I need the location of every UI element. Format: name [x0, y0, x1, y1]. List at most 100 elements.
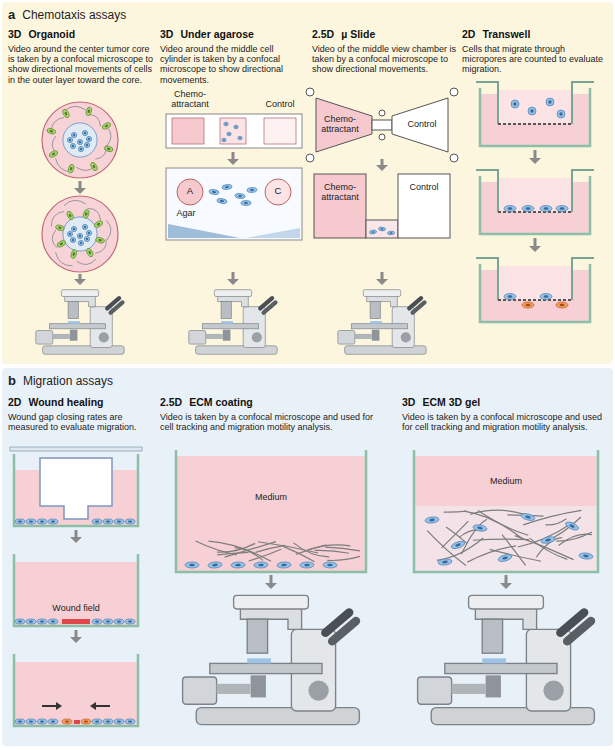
cell-body [541, 536, 556, 545]
microscope-stage [49, 324, 105, 329]
cell-nucleus [380, 228, 383, 230]
cell [104, 145, 114, 153]
cell-body [15, 619, 25, 624]
cell-nucleus [223, 139, 225, 141]
microscope-objective [372, 330, 380, 341]
cell-body [67, 164, 75, 174]
microscope-lamp [469, 595, 544, 609]
cell [497, 553, 512, 563]
cell-body [504, 206, 516, 212]
cell-body [528, 107, 536, 115]
agarose-closeup [166, 168, 302, 240]
step-arrowhead [227, 279, 239, 285]
cell [67, 137, 72, 142]
cell-nucleus [95, 520, 99, 522]
cell [84, 236, 89, 241]
cell-body [254, 562, 268, 568]
panel-letter: b [8, 373, 16, 388]
cell-body [84, 236, 89, 241]
cell-body [511, 100, 519, 108]
cell-nucleus [64, 111, 68, 115]
microscope-knob [401, 332, 411, 342]
panel-title: Migration assays [23, 374, 113, 388]
cell [217, 198, 228, 204]
cell [62, 108, 71, 118]
cell [546, 98, 554, 106]
cell [70, 237, 75, 242]
matrix-fiber [88, 114, 101, 126]
cell-nucleus [49, 130, 53, 133]
cell-body [579, 552, 594, 559]
panel-heading: aChemotaxis assays [8, 5, 126, 23]
transwell-insert [476, 258, 594, 300]
cell-nucleus [95, 720, 99, 722]
cell-body [48, 619, 58, 624]
confocal-microscope [183, 595, 360, 724]
cell-body [522, 206, 534, 212]
cell [71, 132, 76, 137]
cell-nucleus [72, 252, 75, 256]
cell-nucleus [390, 232, 393, 234]
cell-body [37, 619, 47, 624]
cell [528, 107, 536, 115]
cell-body [15, 719, 25, 724]
cell [67, 231, 72, 236]
cell-body [387, 231, 394, 235]
matrix-fiber [55, 252, 72, 265]
cell-body [82, 130, 87, 135]
matrix-fiber [88, 208, 101, 220]
microscope-lamp [61, 290, 98, 297]
cell-nucleus [51, 620, 55, 622]
cell-nucleus [79, 141, 81, 143]
cell [556, 302, 568, 308]
assay-description: Video of the middle view chamber is take… [312, 44, 456, 75]
cell [511, 100, 519, 108]
cell [300, 562, 314, 568]
cell-body [231, 562, 245, 568]
cell [103, 519, 113, 524]
cell [369, 230, 377, 235]
cell-nucleus [371, 231, 374, 233]
cell [92, 519, 102, 524]
cell-nucleus [220, 200, 224, 203]
step-arrowhead [529, 158, 541, 164]
step-arrowhead [376, 165, 388, 171]
dimension-tag: 2D [462, 28, 475, 40]
cell [26, 619, 36, 624]
ecm-fiber [444, 511, 467, 513]
culture-medium [177, 456, 365, 571]
cell [62, 719, 72, 724]
cell-nucleus [429, 518, 435, 521]
cell-nucleus [235, 564, 241, 567]
matrix-fiber [51, 211, 64, 226]
organoid-outer [42, 102, 118, 178]
step-arrowhead [70, 537, 82, 543]
microscope-sample [247, 658, 271, 663]
cell [224, 122, 228, 126]
cell-body [71, 132, 76, 137]
cell [103, 619, 113, 624]
cell-nucleus [40, 520, 44, 522]
cell [564, 520, 579, 531]
microscope-base [196, 708, 359, 725]
assay-description: Video is taken by a confocal microscope … [402, 412, 608, 433]
cell-body [497, 553, 512, 563]
cell-body [125, 719, 135, 724]
cell-nucleus [559, 112, 562, 116]
panel-letter: a [8, 7, 15, 22]
step-arrowhead [265, 583, 277, 589]
step-arrow [270, 575, 273, 584]
cell-body [540, 206, 552, 212]
microscope-lamp [363, 290, 400, 297]
control-chamber [392, 98, 448, 152]
cell-nucleus [92, 164, 96, 168]
cell-body [103, 719, 113, 724]
microscope-condenser [247, 619, 267, 653]
cell-nucleus [569, 524, 575, 529]
microscope-knob [543, 680, 563, 700]
cell [238, 136, 242, 140]
cell-nucleus [189, 564, 195, 567]
ecm-gel [415, 506, 597, 571]
cell-nucleus [29, 720, 33, 722]
cell-body [56, 239, 66, 248]
